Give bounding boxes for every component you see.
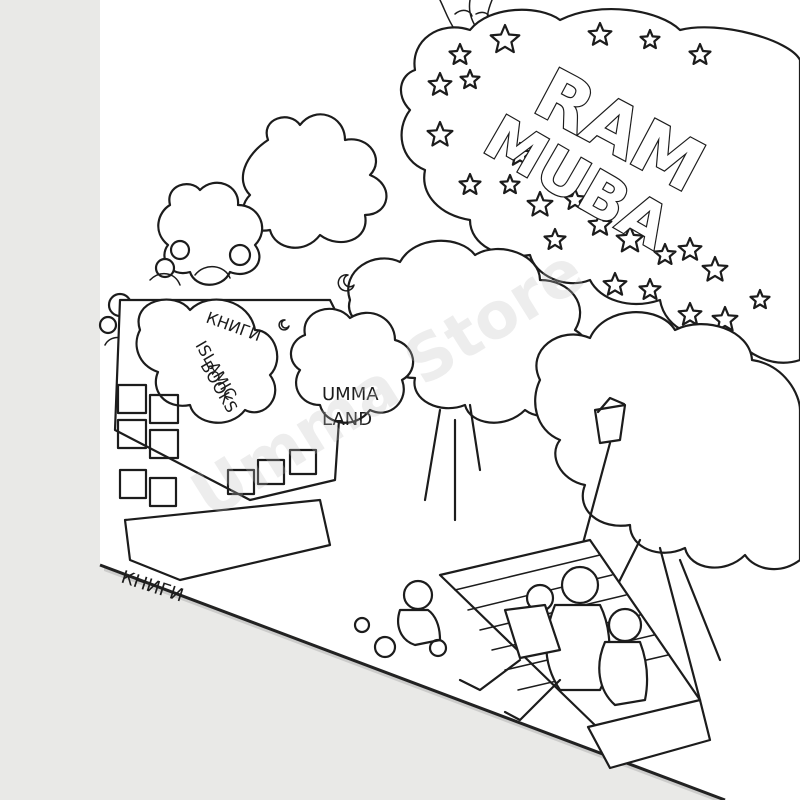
star-icon (701, 255, 729, 282)
kiosk-windows (116, 383, 318, 508)
tree-canopy (399, 8, 800, 364)
star-icon (459, 68, 481, 90)
star-icon (711, 305, 739, 332)
cloud-bushes (157, 113, 388, 286)
star-icon (499, 173, 521, 195)
right-tree (534, 311, 800, 702)
star-icon (677, 301, 703, 326)
crescent-moon-icon (337, 274, 355, 292)
bench-scene (353, 538, 712, 770)
star-icon (507, 141, 533, 166)
crescent-icon (278, 319, 290, 331)
star-icon (427, 71, 453, 96)
star-icon (526, 190, 554, 217)
tricycle-wheel-icon (373, 635, 397, 659)
store-sign-line-1: UMMA (322, 384, 379, 405)
star-icon (653, 242, 677, 265)
star-icon (458, 172, 482, 195)
star-icon (448, 42, 472, 66)
star-icon (587, 211, 613, 236)
store-sign-line-2: LAND (322, 409, 372, 430)
star-icon (489, 23, 521, 54)
star-icon (688, 42, 712, 66)
star-icon (749, 288, 771, 310)
star-icon (563, 187, 587, 210)
star-icon (602, 271, 628, 296)
star-icon (638, 277, 662, 300)
star-icon (639, 28, 661, 50)
star-icon (587, 21, 613, 46)
canopy-stars (426, 21, 771, 332)
star-icon (543, 227, 567, 250)
star-icon (677, 236, 703, 261)
star-icon (615, 224, 645, 253)
star-icon (426, 120, 454, 147)
